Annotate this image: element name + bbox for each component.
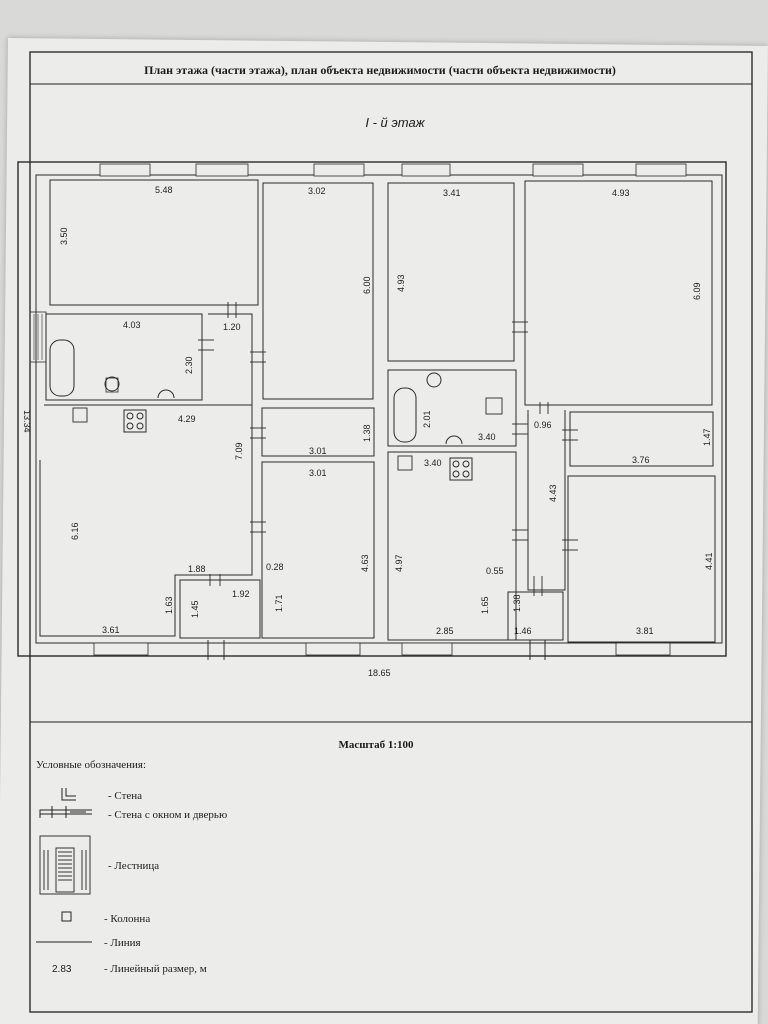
dimension-label: 6.16 (70, 522, 80, 540)
dimension-label: 1.38 (362, 424, 372, 442)
floor-plan: 5.48 3.50 3.02 6.00 3.41 4.93 4.93 6.09 … (17, 161, 727, 678)
sink-icon (72, 407, 88, 423)
room-6 (567, 475, 716, 643)
dimension-label: 4.63 (360, 554, 370, 572)
dimension-label: 1.63 (164, 596, 174, 614)
dimension-label: 3.01 (309, 446, 327, 456)
dimension-label: 3.50 (59, 227, 69, 245)
wall-icon (61, 788, 76, 801)
window (635, 163, 687, 177)
window (615, 642, 671, 656)
corridor-right (527, 410, 566, 591)
dimension-label: 0.55 (486, 566, 504, 576)
window (401, 642, 453, 656)
sink-icon (157, 389, 175, 399)
dimension-label: 2.85 (436, 626, 454, 636)
room-4 (524, 180, 713, 406)
window (401, 163, 451, 177)
room-bathroom-mid (387, 369, 517, 447)
dimension-label: 4.29 (178, 414, 196, 424)
total-height-label: 13.34 (22, 410, 32, 433)
dimension-label: 4.93 (612, 188, 630, 198)
shower-icon (485, 397, 503, 415)
dimension-label: 1.20 (223, 322, 241, 332)
floor-label: I - й этаж (365, 115, 425, 130)
toilet-icon (426, 372, 442, 388)
legend-wall-window-label: - Стена с окном и дверью (108, 809, 227, 821)
dimension-label: 3.81 (636, 626, 654, 636)
corridor-left (208, 313, 253, 405)
dimension-label: 3.01 (309, 468, 327, 478)
legend-column-label: - Колонна (104, 913, 150, 925)
sink-icon (445, 435, 463, 445)
dimension-label: 4.97 (394, 554, 404, 572)
document-title: План этажа (части этажа), план объекта н… (144, 63, 616, 77)
building-inner-wall (35, 174, 723, 644)
dimension-label: 4.43 (548, 484, 558, 502)
dimension-label: 1.65 (480, 596, 490, 614)
wall-window-door-icon (39, 806, 92, 818)
legend-line-label: - Линия (104, 937, 141, 949)
window (99, 163, 151, 177)
stove-icon (123, 409, 147, 433)
dimension-label: 6.00 (362, 276, 372, 294)
room-strip-right (569, 411, 714, 467)
dimension-label: 1.88 (188, 564, 206, 574)
entrance-steps (29, 311, 47, 363)
window (313, 163, 365, 177)
dimension-label: 1.45 (190, 600, 200, 618)
legend-dimension-label: - Линейный размер, м (104, 963, 207, 975)
dimension-label: 0.96 (534, 420, 552, 430)
dimension-label: 3.40 (424, 458, 442, 468)
dimension-label: 5.48 (155, 185, 173, 195)
room-kitchen-mid (387, 451, 517, 641)
dimension-label: 4.03 (123, 320, 141, 330)
dimension-label: 3.40 (478, 432, 496, 442)
building-outer-wall (17, 161, 727, 657)
dimension-sample: 2.83 (52, 964, 72, 975)
dimension-label: 1.38 (512, 594, 522, 612)
column-icon (61, 911, 72, 922)
dimension-label: 2.30 (184, 356, 194, 374)
room-5 (261, 461, 375, 639)
room-kitchen-left (39, 404, 253, 637)
scale-label: Масштаб 1:100 (338, 739, 414, 751)
room-3 (387, 182, 515, 362)
bathtub-icon (393, 387, 417, 443)
dimension-label: 4.41 (704, 552, 714, 570)
outer-frame (29, 51, 753, 1013)
dimension-label: 3.76 (632, 455, 650, 465)
legend: - Стена - Стена с окном и дверью - Лестн… (36, 788, 227, 975)
dimension-label: 1.47 (702, 428, 712, 446)
dimension-label: 3.41 (443, 188, 461, 198)
stairs-icon (39, 835, 91, 895)
legend-title: Условные обозначения: (36, 759, 146, 771)
room-strip (261, 407, 375, 457)
dimension-label: 3.61 (102, 625, 120, 635)
dimension-label: 6.09 (692, 282, 702, 300)
room-small-2 (507, 591, 564, 641)
dimension-label: 3.02 (308, 186, 326, 196)
total-width-label: 18.65 (368, 668, 391, 678)
window (93, 642, 149, 656)
room-1 (49, 179, 259, 306)
dimension-label: 1.46 (514, 626, 532, 636)
window (532, 163, 584, 177)
window (305, 642, 361, 656)
toilet-icon (104, 376, 120, 392)
dimension-label: 7.09 (234, 442, 244, 460)
sink-icon (397, 455, 413, 471)
dimension-label: 2.01 (422, 410, 432, 428)
dimension-label: 1.71 (274, 594, 284, 612)
window (195, 163, 249, 177)
dimension-label: 0.28 (266, 562, 284, 572)
dimension-label: 4.93 (396, 274, 406, 292)
legend-stairs-label: - Лестница (108, 860, 159, 872)
dimension-label: 1.92 (232, 589, 250, 599)
bathtub-icon (49, 339, 75, 397)
legend-wall-label: - Стена (108, 790, 142, 802)
stove-icon (449, 457, 473, 481)
room-2 (262, 182, 374, 400)
